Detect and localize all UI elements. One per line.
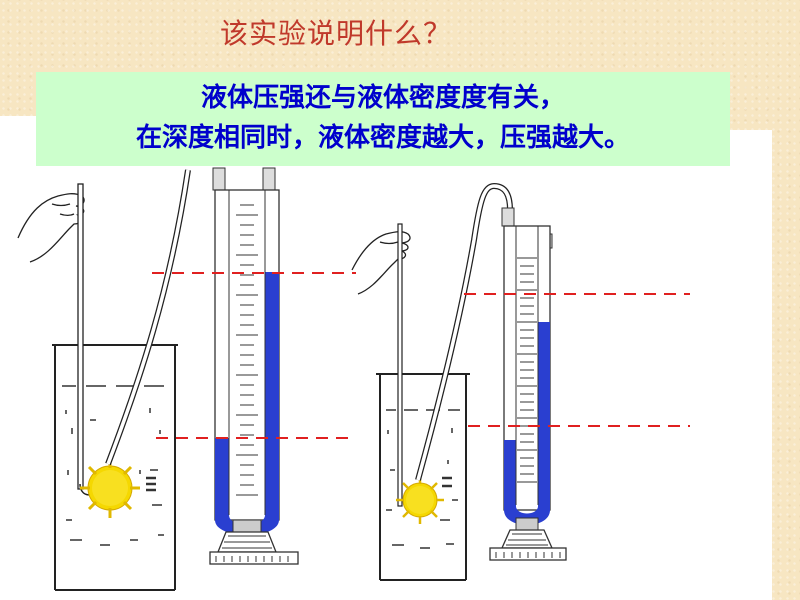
answer-box: 液体压强还与液体密度度有关， 在深度相同时，液体密度越大，压强越大。 xyxy=(36,72,730,166)
left-probe-sun xyxy=(80,458,140,518)
right-probe-sun xyxy=(396,476,444,524)
left-beaker xyxy=(52,344,178,591)
left-setup xyxy=(17,167,356,591)
question-title: 该实验说明什么？ xyxy=(220,17,453,50)
answer-line-1: 液体压强还与液体密度度有关， xyxy=(200,83,565,113)
right-probe-rod xyxy=(397,223,403,507)
right-manometer xyxy=(489,207,567,561)
right-diagram-panel xyxy=(338,130,772,600)
left-probe-rod xyxy=(77,183,84,490)
right-beaker xyxy=(376,373,470,581)
answer-line-2: 在深度相同时，液体密度越大，压强越大。 xyxy=(135,123,630,153)
left-hand xyxy=(17,193,85,263)
left-manometer xyxy=(209,167,299,565)
right-setup xyxy=(351,182,690,581)
